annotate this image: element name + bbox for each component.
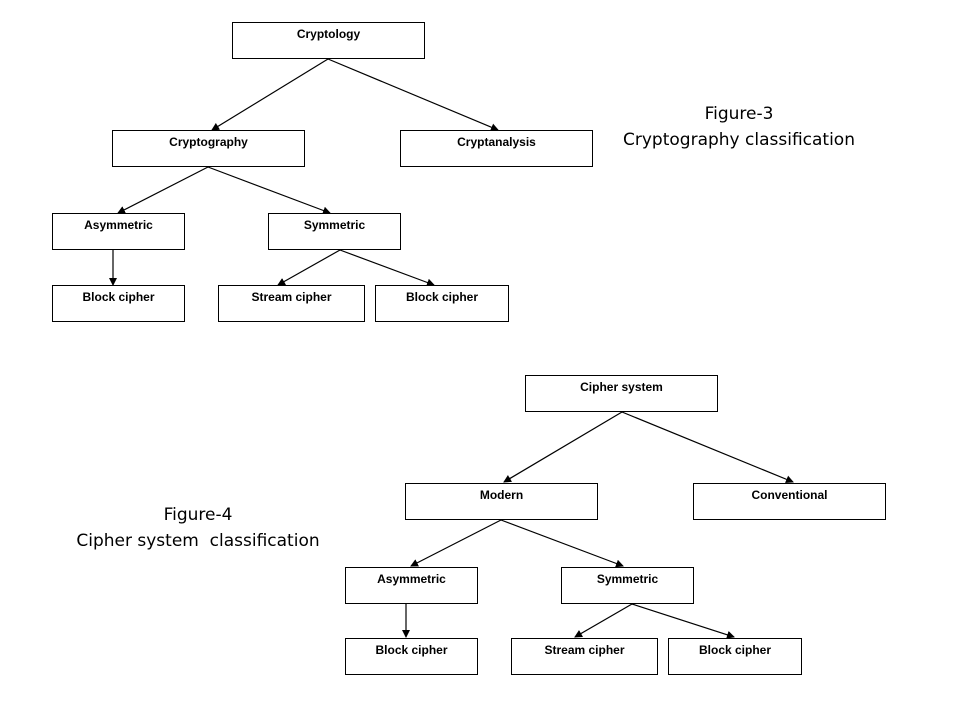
- node-symmetric-block-cipher: Block cipher: [375, 285, 509, 322]
- node-stream-cipher-4: Stream cipher: [511, 638, 658, 675]
- node-cryptology: Cryptology: [232, 22, 425, 59]
- edge-symmetric-block-cipher-4: [631, 603, 735, 639]
- figure-4-caption: Figure-4 Cipher system classification: [70, 502, 326, 554]
- figure-4-title: Cipher system classification: [76, 531, 320, 551]
- node-conventional: Conventional: [693, 483, 886, 520]
- node-asymmetric-block-cipher: Block cipher: [52, 285, 185, 322]
- edge-symmetric-block-cipher: [339, 249, 435, 287]
- node-modern: Modern: [405, 483, 598, 520]
- edge-cipher-system-conventional: [621, 411, 794, 484]
- edge-cipher-system-modern: [503, 411, 623, 483]
- node-cipher-system: Cipher system: [525, 375, 718, 412]
- figure-4-number: Figure-4: [163, 505, 233, 525]
- node-cryptography: Cryptography: [112, 130, 305, 167]
- node-asymmetric: Asymmetric: [52, 213, 185, 250]
- node-stream-cipher: Stream cipher: [218, 285, 365, 322]
- edge-modern-symmetric: [500, 519, 624, 568]
- edge-symmetric-stream-cipher-4: [574, 603, 633, 638]
- node-symmetric-4: Symmetric: [561, 567, 694, 604]
- node-asymmetric-4: Asymmetric: [345, 567, 478, 604]
- node-cryptanalysis: Cryptanalysis: [400, 130, 593, 167]
- node-symmetric: Symmetric: [268, 213, 401, 250]
- edge-cryptography-asymmetric: [117, 166, 209, 214]
- edge-modern-asymmetric: [410, 519, 502, 567]
- figure-3-title: Cryptography classification: [623, 130, 855, 150]
- edge-cryptology-cryptanalysis: [327, 58, 499, 131]
- edge-symmetric-stream-cipher: [277, 249, 341, 286]
- edge-cryptography-symmetric: [207, 166, 331, 215]
- figure-3-caption: Figure-3 Cryptography classification: [610, 101, 868, 153]
- node-symmetric-block-cipher-4: Block cipher: [668, 638, 802, 675]
- node-asymmetric-block-cipher-4: Block cipher: [345, 638, 478, 675]
- figure-3-number: Figure-3: [704, 104, 774, 124]
- edge-cryptology-cryptography: [211, 58, 329, 131]
